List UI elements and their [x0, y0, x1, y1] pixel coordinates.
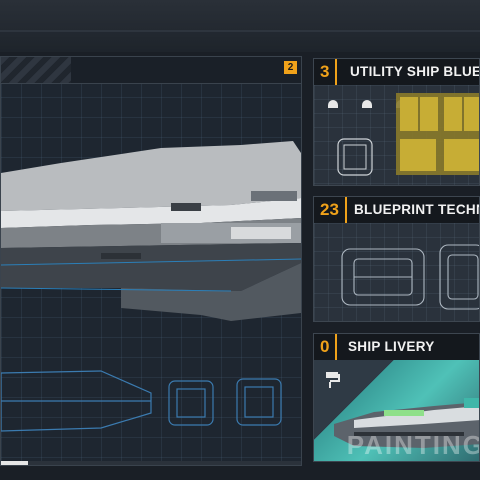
ship-preview-panel[interactable]: 2 — [0, 56, 302, 466]
top-bar — [0, 0, 480, 52]
card-header: 3 UTILITY SHIP BLUEPRINT — [314, 59, 479, 85]
panel-badge: 2 — [284, 61, 297, 74]
card-body — [314, 85, 479, 185]
card-title: UTILITY SHIP BLUEPRINT — [350, 64, 480, 79]
panel-header: 2 — [1, 57, 301, 84]
livery-ship — [326, 372, 479, 448]
card-count: 23 — [314, 197, 347, 223]
helmet-icon — [362, 100, 372, 108]
header-hatch — [1, 57, 71, 83]
livery-preview: PAINTING — [314, 360, 479, 461]
scroll-thumb[interactable] — [1, 461, 29, 465]
paint-roller-icon — [326, 372, 340, 388]
blueprint-preview — [328, 93, 479, 176]
technology-blueprint — [341, 244, 479, 310]
helmet-icon — [328, 100, 338, 108]
card-body — [314, 223, 479, 321]
ship-render — [1, 141, 301, 432]
card-count: 3 — [314, 59, 338, 85]
card-title: SHIP LIVERY — [348, 339, 435, 354]
ship-livery-card[interactable]: 0 SHIP LIVERY PAINTING — [313, 333, 480, 462]
card-header: 0 SHIP LIVERY — [314, 334, 479, 360]
card-count: 0 — [314, 334, 338, 360]
utility-ship-blueprint-card[interactable]: 3 UTILITY SHIP BLUEPRINT — [313, 58, 480, 186]
blueprint-technology-card[interactable]: 23 BLUEPRINT TECHNOLOGY — [313, 196, 480, 322]
painting-watermark: PAINTING — [346, 430, 480, 460]
ship-blueprint-outline — [1, 370, 282, 432]
scroll-track[interactable] — [1, 461, 301, 465]
ship-model — [1, 141, 301, 321]
card-header: 23 BLUEPRINT TECHNOLOGY — [314, 197, 479, 223]
card-title: BLUEPRINT TECHNOLOGY — [354, 202, 479, 217]
